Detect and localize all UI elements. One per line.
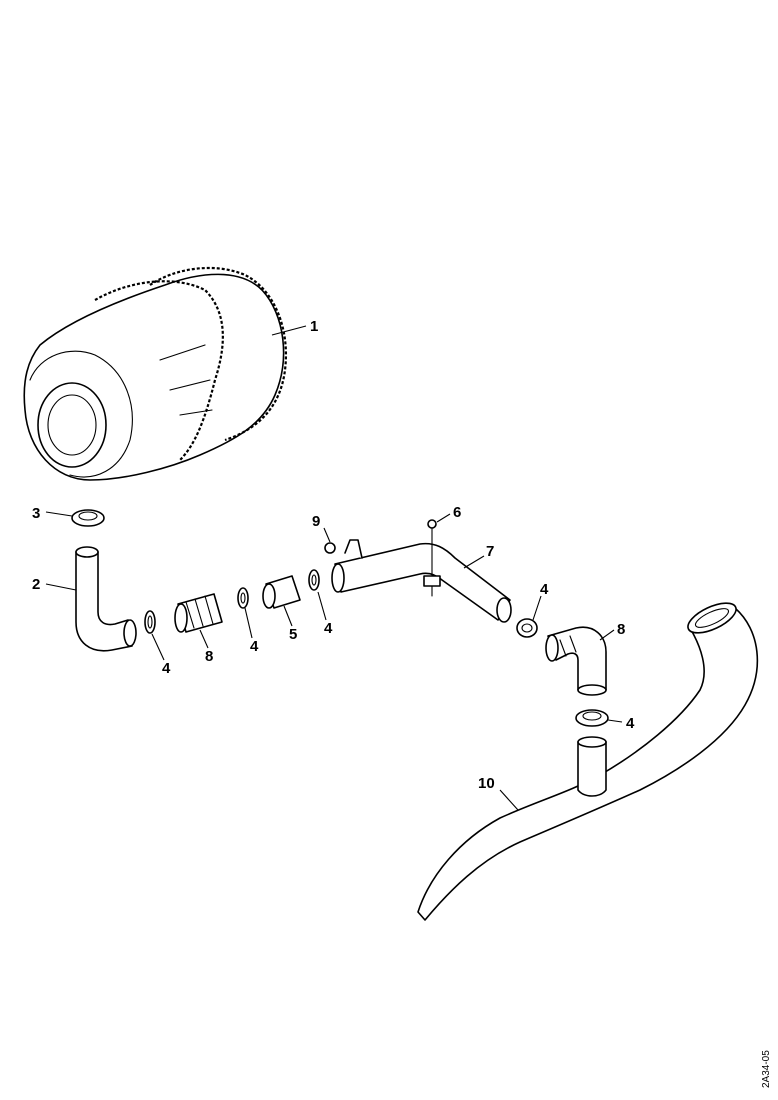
callout-8-a: 8 [205, 648, 213, 665]
clamp-4-e [575, 709, 609, 727]
bolt-9 [324, 542, 336, 554]
bellows-connector-8-left [174, 593, 223, 633]
callout-7: 7 [486, 543, 494, 560]
callout-4-c: 4 [324, 620, 333, 637]
clamp-3 [71, 509, 105, 527]
callout-4-a: 4 [162, 660, 171, 677]
clamp-4-d [516, 618, 538, 638]
callout-1: 1 [310, 318, 318, 335]
drawing-reference: 2A34-05 [761, 1050, 772, 1088]
callout-10: 10 [478, 775, 495, 792]
air-filter-housing [23, 266, 287, 481]
clamp-4-a [144, 610, 156, 634]
callout-4-b: 4 [250, 638, 259, 655]
callout-5: 5 [289, 626, 297, 643]
callout-8-b: 8 [617, 621, 625, 638]
callout-6: 6 [453, 504, 461, 521]
intake-duct-10 [417, 602, 759, 921]
rubber-connector-5 [262, 575, 301, 609]
clamp-4-c [308, 569, 320, 591]
callout-9: 9 [312, 513, 320, 530]
clamp-4-b [237, 587, 249, 609]
callout-2: 2 [32, 576, 40, 593]
leader-lines [45, 325, 623, 811]
elbow-connector-8-right [545, 626, 607, 696]
elbow-hose-2 [75, 546, 137, 652]
callout-4-d: 4 [540, 581, 549, 598]
callout-4-e: 4 [626, 715, 635, 732]
bolt-6 [427, 519, 437, 529]
callout-3: 3 [32, 505, 40, 522]
intake-pipe-7 [331, 527, 512, 623]
